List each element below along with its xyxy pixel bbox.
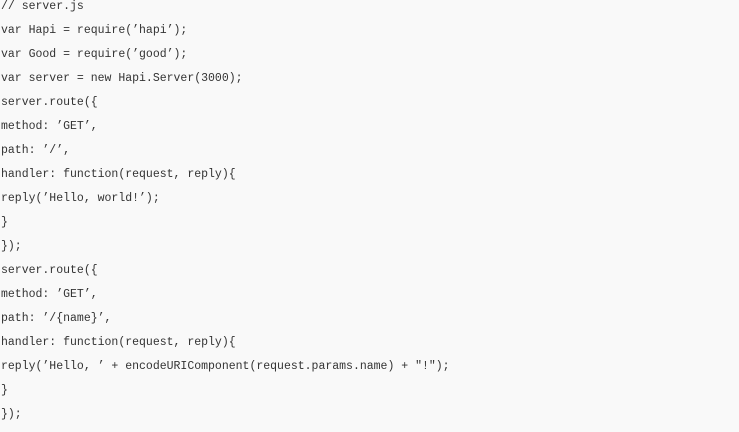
code-line: path: ’/{name}’, xyxy=(1,312,112,325)
code-line: handler: function(request, reply){ xyxy=(1,168,236,181)
code-line: } xyxy=(1,216,8,229)
code-line: path: ’/’, xyxy=(1,144,71,157)
code-line: server.route({ xyxy=(1,264,98,277)
code-line: server.route({ xyxy=(1,96,98,109)
code-line: var Hapi = require(’hapi’); xyxy=(1,24,188,37)
code-line: method: ’GET’, xyxy=(1,120,98,133)
code-line: handler: function(request, reply){ xyxy=(1,336,236,349)
code-line: method: ’GET’, xyxy=(1,288,98,301)
code-line: var server = new Hapi.Server(3000); xyxy=(1,72,243,85)
code-line: // server.js xyxy=(1,0,84,13)
code-line: }); xyxy=(1,240,22,253)
code-line: } xyxy=(1,384,8,397)
code-line: var Good = require(’good’); xyxy=(1,48,188,61)
code-line: reply(’Hello, ’ + encodeURIComponent(req… xyxy=(1,360,450,373)
code-line: reply(’Hello, world!’); xyxy=(1,192,160,205)
code-line: }); xyxy=(1,408,22,421)
